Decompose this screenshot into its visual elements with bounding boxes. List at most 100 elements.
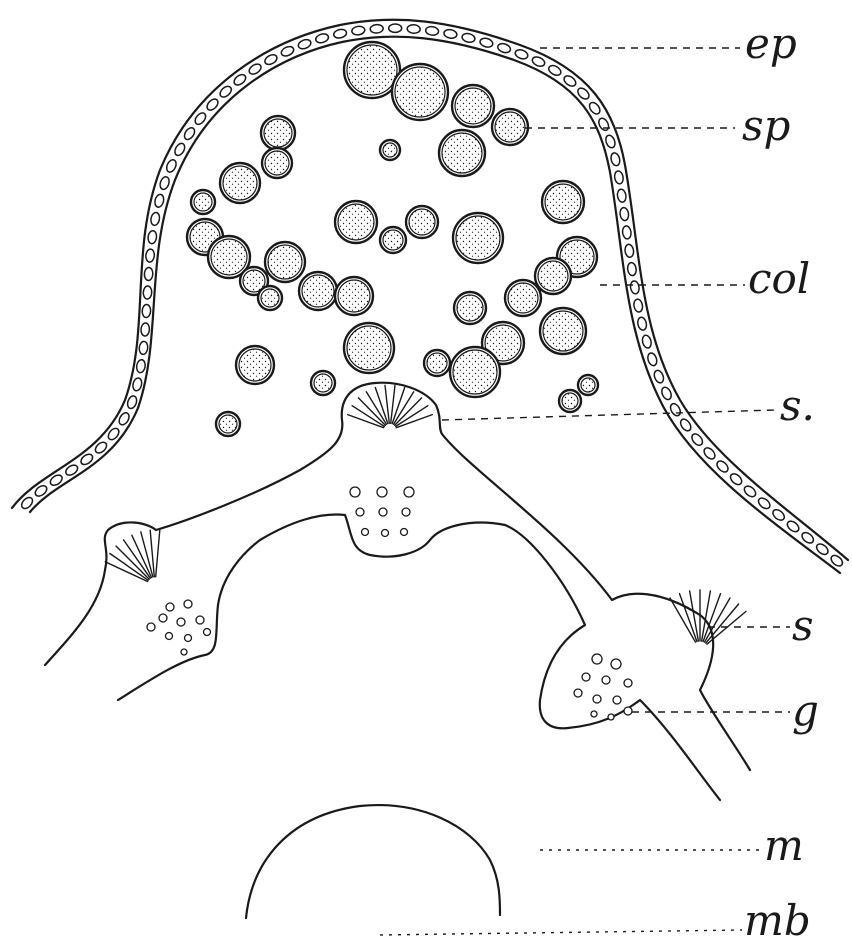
- epidermis-cell: [479, 37, 494, 49]
- epidermis-cell: [531, 55, 546, 68]
- gland: [362, 529, 369, 536]
- epidermis-cell: [637, 316, 648, 331]
- epidermis-cell: [407, 24, 421, 33]
- gland: [592, 654, 602, 664]
- leader-lines: [380, 48, 790, 935]
- epidermis-cell: [604, 134, 617, 149]
- epidermis-cell: [144, 267, 153, 281]
- epidermis-cell: [132, 377, 143, 392]
- spore: [338, 280, 370, 312]
- epidermis-cell: [280, 45, 295, 58]
- epidermis-cell: [653, 369, 666, 384]
- gland: [350, 487, 360, 497]
- epidermis-cell: [193, 111, 208, 126]
- epidermis-cell: [205, 97, 220, 112]
- epidermis-cell: [141, 323, 150, 337]
- epidermis-cell: [614, 170, 625, 184]
- spore: [264, 119, 292, 147]
- spore: [223, 166, 257, 200]
- spore: [302, 275, 334, 307]
- gland: [166, 603, 174, 611]
- epidermis-cell: [297, 38, 312, 50]
- gland: [624, 707, 632, 715]
- epidermis-cell: [633, 298, 644, 312]
- spore: [453, 350, 497, 394]
- spore: [581, 378, 595, 392]
- epidermis-cell: [147, 230, 157, 244]
- striation: [396, 415, 432, 428]
- gland: [624, 679, 632, 687]
- epidermis-cell: [182, 126, 196, 141]
- gland: [159, 614, 167, 622]
- spore: [265, 151, 289, 175]
- epidermis-cell: [690, 432, 705, 447]
- spore: [442, 133, 482, 173]
- spore: [383, 230, 403, 250]
- spore: [457, 295, 483, 321]
- spore: [194, 193, 212, 211]
- epidermis-cell: [142, 304, 151, 317]
- gland: [401, 529, 408, 536]
- label-g: g: [792, 686, 819, 735]
- epidermis-cell: [800, 530, 815, 545]
- epidermis-cell: [715, 459, 730, 474]
- epidermis-inner-line: [30, 37, 840, 573]
- receptacle-band: [45, 383, 750, 800]
- gland: [404, 487, 414, 497]
- epidermis-cell: [247, 62, 262, 76]
- epidermis-cell: [771, 508, 786, 523]
- spore: [239, 349, 271, 381]
- receptacle-inner-edge: [118, 514, 720, 800]
- epidermis-cell: [610, 152, 622, 167]
- epidermis-cell: [617, 189, 627, 203]
- epidermis-cell: [660, 386, 673, 401]
- leader-mb: [380, 930, 742, 935]
- gland: [613, 696, 621, 704]
- gland: [204, 629, 211, 636]
- label-col: col: [748, 254, 810, 303]
- spore: [495, 112, 525, 142]
- gland: [166, 633, 173, 640]
- gland: [382, 530, 389, 537]
- label-s-upper: s.: [780, 381, 815, 430]
- epidermis-cell: [597, 117, 611, 132]
- spore: [508, 283, 538, 313]
- label-mb: mb: [744, 896, 811, 939]
- epidermis-cell: [232, 73, 247, 88]
- gland-clusters: [147, 487, 632, 720]
- label-m: m: [764, 821, 804, 870]
- spore: [427, 353, 447, 373]
- label-ep: ep: [745, 19, 797, 68]
- epidermis-cell: [165, 158, 178, 173]
- striation: [348, 415, 384, 428]
- epidermis-cell: [159, 176, 171, 191]
- gland: [608, 714, 614, 720]
- epidermis-cell: [173, 142, 187, 157]
- striation: [156, 530, 160, 577]
- epidermis-cell: [154, 193, 165, 208]
- epidermis-cell: [679, 417, 693, 432]
- labels: ep sp col s. s g m mb: [742, 19, 819, 939]
- epidermis-cell: [389, 24, 402, 32]
- sporangium-left: [105, 530, 160, 581]
- epidermis-cell: [333, 28, 348, 39]
- spore: [347, 326, 391, 370]
- epidermis-cell: [757, 496, 772, 511]
- gland: [196, 616, 204, 624]
- gland: [574, 689, 582, 697]
- gland: [177, 618, 185, 626]
- epidermis-cell: [622, 225, 632, 239]
- leader-s-upper: [442, 410, 775, 420]
- label-s-lower: s: [792, 601, 814, 650]
- epidermis-cell: [443, 29, 457, 40]
- epidermis-cell: [315, 32, 330, 44]
- gland: [184, 600, 192, 608]
- gland: [582, 673, 590, 681]
- spore: [347, 45, 397, 95]
- epidermis-cell: [641, 334, 652, 349]
- epidermis-cell: [218, 84, 233, 99]
- spore: [219, 415, 237, 433]
- epidermis-cell: [514, 48, 529, 60]
- gland: [185, 635, 192, 642]
- spore: [395, 67, 445, 117]
